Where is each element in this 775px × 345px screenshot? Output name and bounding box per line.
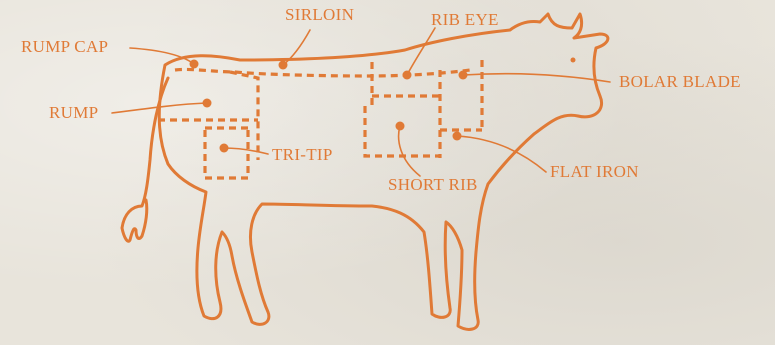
label-bolar-blade: BOLAR BLADE xyxy=(619,73,741,90)
leader-short-rib xyxy=(399,126,420,176)
label-tri-tip: TRI-TIP xyxy=(272,146,333,163)
leader-bolar-blade xyxy=(463,74,610,82)
label-flat-iron: FLAT IRON xyxy=(550,163,639,180)
leader-rib-eye xyxy=(407,28,435,75)
cow-outline xyxy=(159,14,608,329)
leader-tri-tip xyxy=(224,148,268,154)
label-rump-cap: RUMP CAP xyxy=(21,38,108,55)
cut-line-top xyxy=(175,69,470,76)
label-short-rib: SHORT RIB xyxy=(388,176,478,193)
label-sirloin: SIRLOIN xyxy=(285,6,354,23)
label-rib-eye: RIB EYE xyxy=(431,11,499,28)
label-rump: RUMP xyxy=(49,104,98,121)
leader-rump-cap xyxy=(130,48,194,64)
